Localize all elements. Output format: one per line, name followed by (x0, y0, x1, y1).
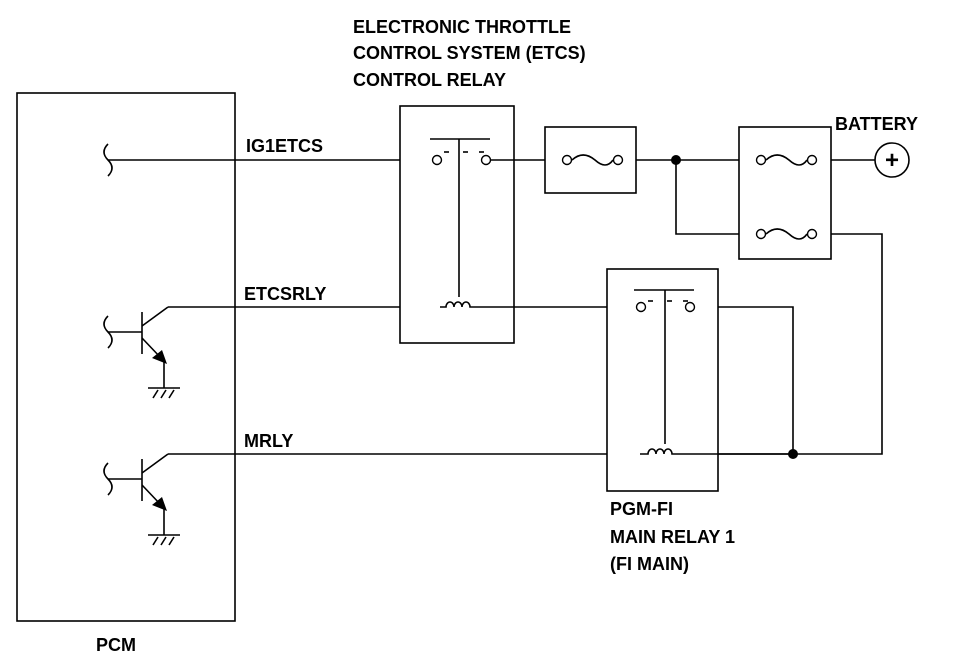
main-relay-label-line1: PGM-FI (610, 499, 673, 519)
fuse-icon (571, 154, 614, 166)
etcs-relay-title-line2: CONTROL SYSTEM (ETCS) (353, 43, 586, 63)
fuse-to-mainrelay-wire (716, 233, 883, 455)
etcs-relay-title-line3: CONTROL RELAY (353, 70, 506, 90)
mrly-label: MRLY (244, 431, 293, 451)
fuse-icon (765, 228, 808, 240)
pcm-box (16, 92, 236, 622)
mainrelay-contact-wire (691, 306, 794, 454)
battery-plus-symbol: + (885, 147, 899, 174)
etcsrly-transistor (103, 306, 180, 399)
battery-label: BATTERY (835, 114, 918, 134)
etcs-relay (399, 105, 515, 344)
junction-branch-wire (675, 160, 739, 235)
ig1etcs-label: IG1ETCS (246, 136, 323, 156)
mrly-transistor (103, 453, 180, 546)
fuse-1 (544, 126, 637, 194)
battery-fuse-box (738, 126, 832, 260)
pcm-label: PCM (96, 635, 136, 655)
relay-coil-icon (640, 448, 684, 455)
pgm-fi-main-relay (606, 268, 719, 492)
fuse-icon (765, 154, 808, 166)
relay-coil-icon (440, 301, 476, 308)
etcsrly-label: ETCSRLY (244, 284, 326, 304)
main-relay-label-line2: MAIN RELAY 1 (610, 527, 735, 547)
battery-icon (874, 142, 910, 178)
etcs-relay-title-line1: ELECTRONIC THROTTLE (353, 17, 571, 37)
main-relay-label-line3: (FI MAIN) (610, 554, 689, 574)
